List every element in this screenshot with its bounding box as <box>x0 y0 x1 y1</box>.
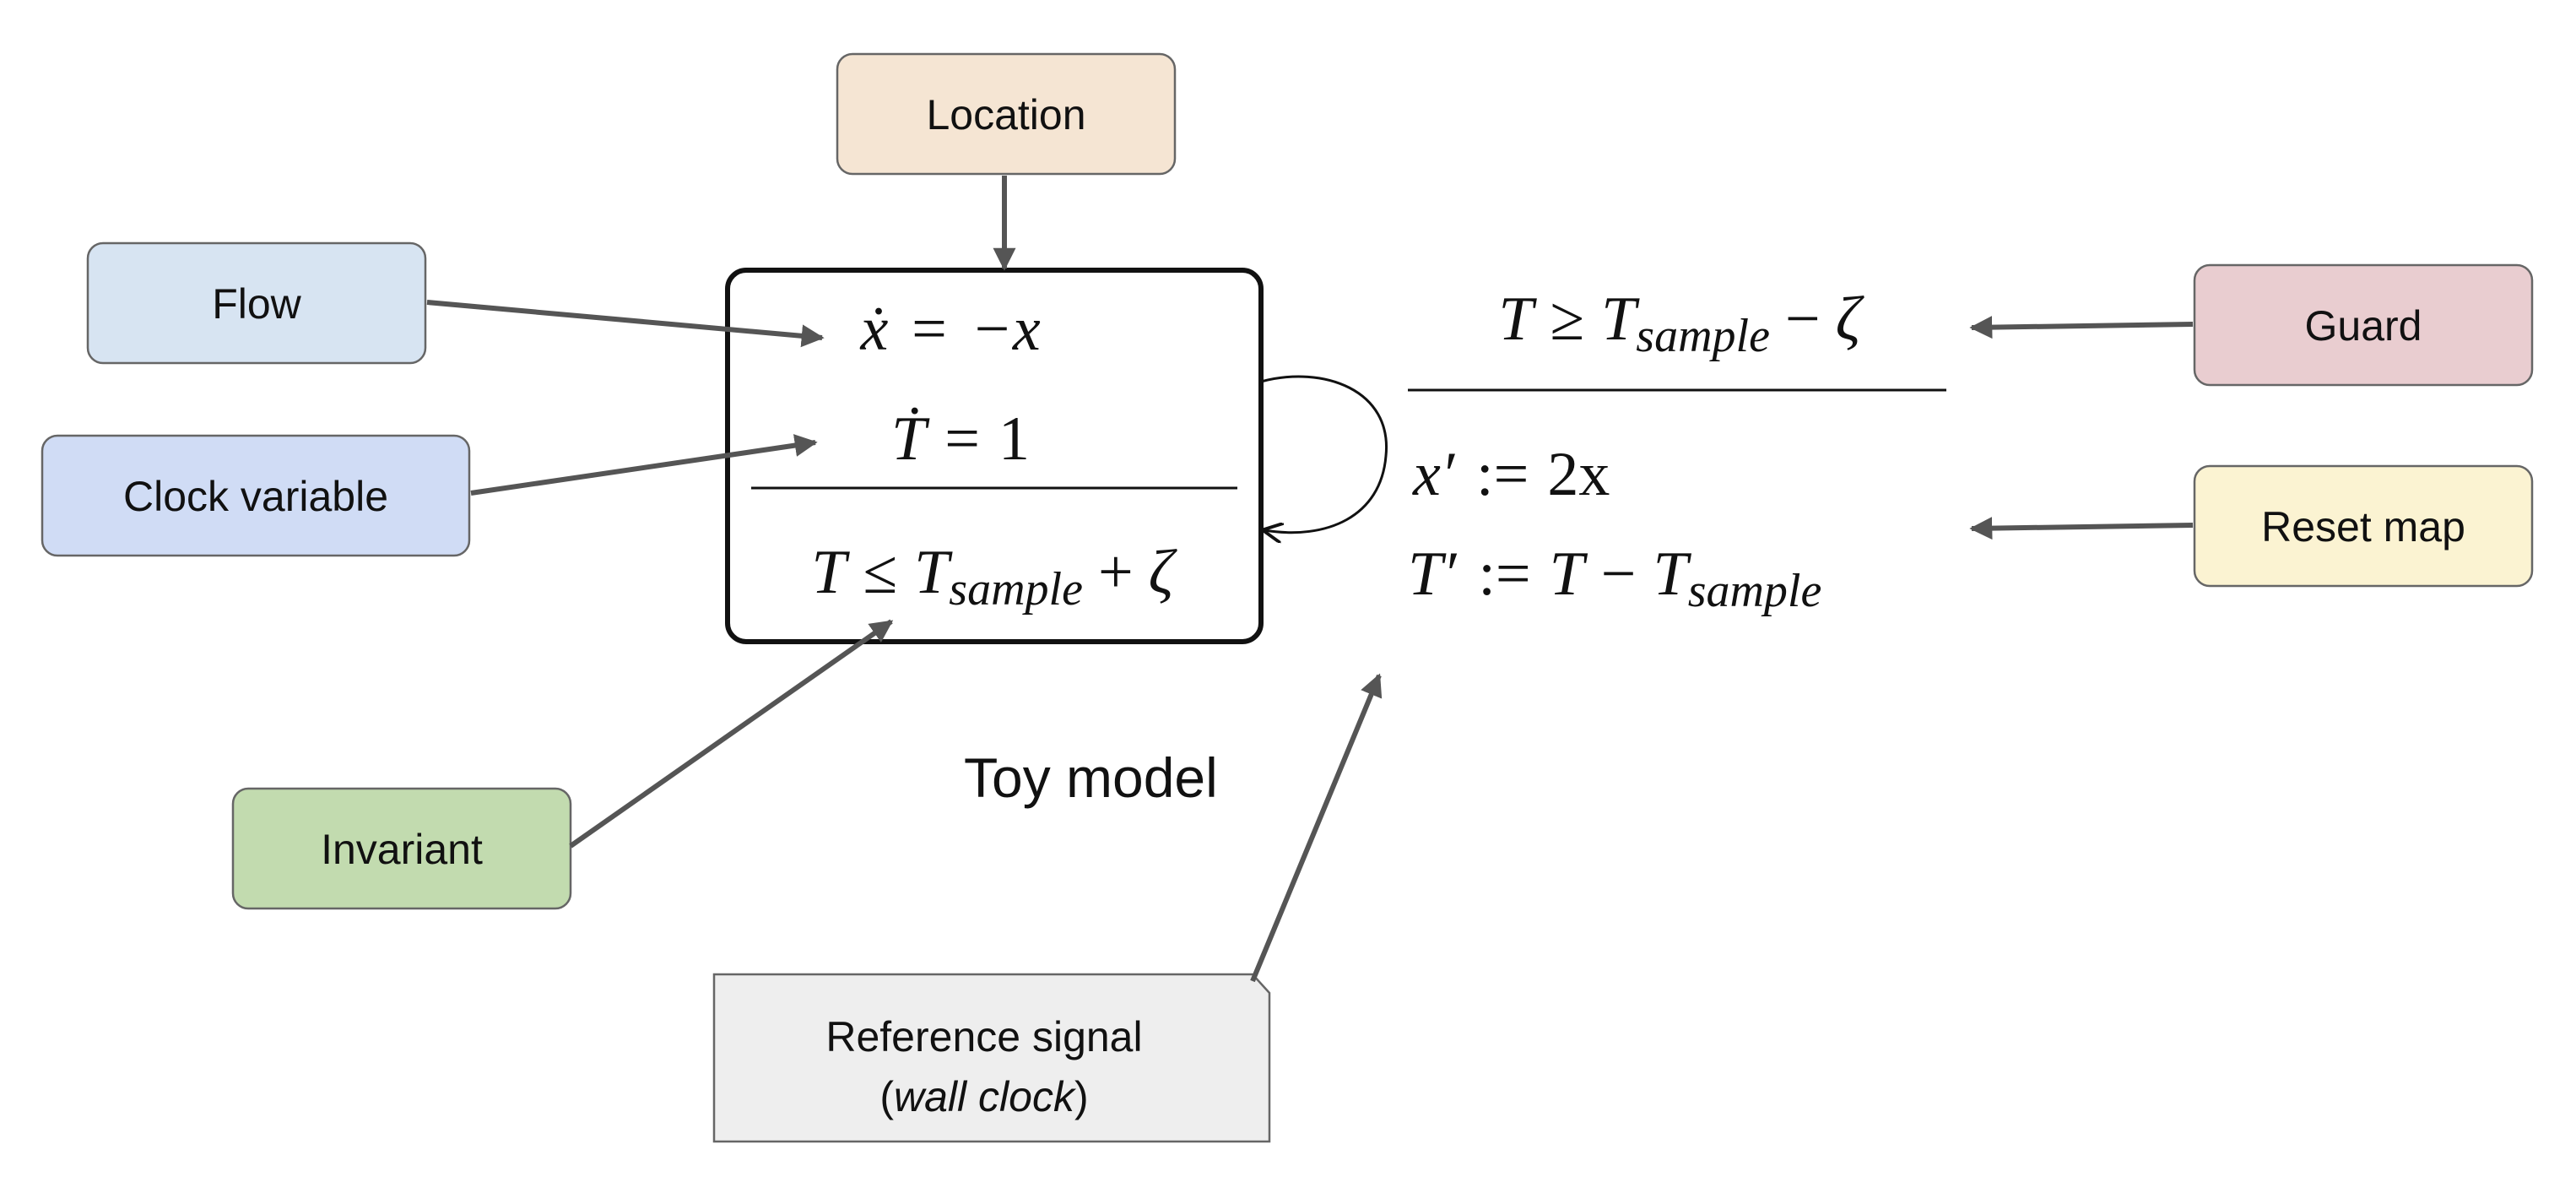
flow-arrow <box>426 300 825 348</box>
invariant-callout-box <box>231 787 572 910</box>
clock-variable-callout: Clock variable <box>41 434 471 557</box>
location-callout-label: Location <box>926 91 1085 138</box>
reference-signal-line1: Reference signal <box>825 1013 1142 1060</box>
clock-equation: Ṫ=1 <box>891 404 1030 474</box>
reset-x-expression: x′:=2x <box>1412 440 1610 509</box>
location-callout: Location <box>836 52 1177 176</box>
clock-variable-callout-box <box>41 434 471 557</box>
invariant-callout: Invariant <box>231 787 572 910</box>
location-callout-box <box>836 52 1177 176</box>
reference-signal-callout: Reference signal (wall clock) <box>712 973 1271 1143</box>
reset-map-callout: Reset map <box>2193 464 2534 588</box>
flow-callout-label: Flow <box>212 280 301 328</box>
guard-arrow <box>1969 316 2194 339</box>
clock-variable-arrow <box>470 434 818 496</box>
invariant-callout-label: Invariant <box>321 826 483 873</box>
callout-arrows <box>426 176 2194 983</box>
reset-map-callout-label: Reset map <box>2261 503 2465 550</box>
clock-variable-callout-label: Clock variable <box>123 473 388 520</box>
reset-map-arrow <box>1969 517 2194 540</box>
self-loop-transition <box>1260 375 1388 533</box>
reset-map-callout-box <box>2193 464 2534 588</box>
reference-signal-line2: (wall clock) <box>879 1073 1088 1120</box>
guard-callout-box <box>2193 263 2534 387</box>
guard-expression: T≥Tsample−ζ <box>1498 285 1864 362</box>
flow-callout-box <box>86 241 427 365</box>
flow-equation: ẋ=−x <box>859 295 1041 364</box>
guard-callout: Guard <box>2193 263 2534 387</box>
invariant-expression: T≤Tsample+ζ <box>811 538 1177 616</box>
location-node: ẋ=−x Ṫ=1 T≤Tsample+ζ <box>725 268 1264 644</box>
reference-signal-note-shape <box>712 973 1271 1143</box>
invariant-arrow <box>569 619 894 849</box>
diagram-title: Toy model <box>964 746 1218 809</box>
reset-T-expression: T′:=T−Tsample <box>1408 540 1821 617</box>
guard-callout-label: Guard <box>2305 302 2422 350</box>
reference-signal-arrow <box>1250 673 1383 983</box>
transition-label: T≥Tsample−ζ x′:=2x T′:=T−Tsample <box>1408 285 1946 617</box>
flow-callout: Flow <box>86 241 427 365</box>
